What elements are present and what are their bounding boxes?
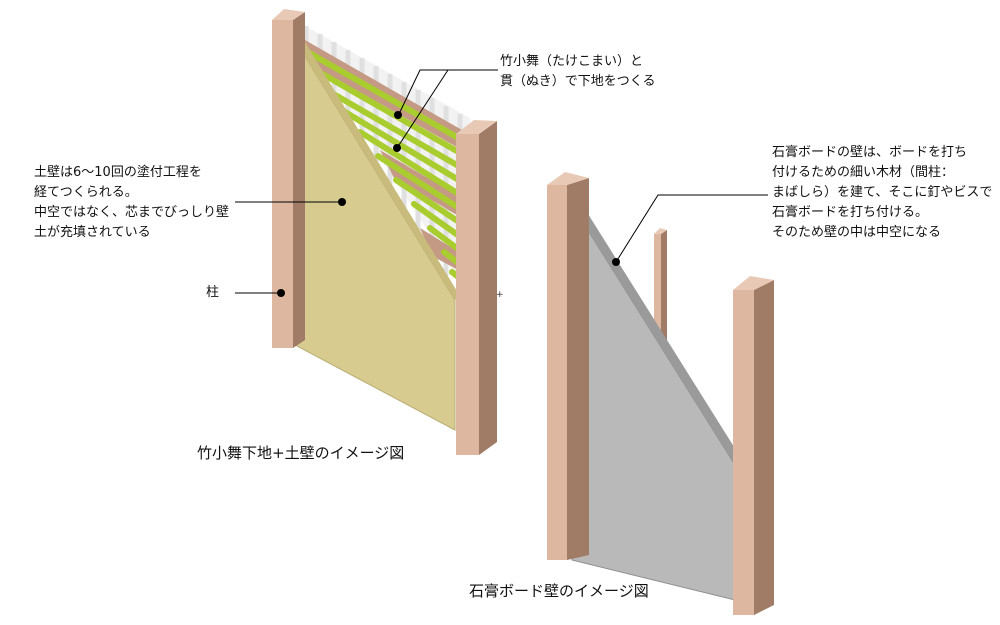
bamboo-rod [301, 47, 465, 143]
gypsum-wall-model [547, 172, 774, 615]
left-pillar-side [293, 12, 305, 348]
annotation-pillar-label: 柱 [206, 285, 220, 300]
caption-earth-wall: 竹小舞下地+土壁のイメージ図 [197, 444, 405, 462]
dot-gypsum [612, 258, 620, 266]
dot-earth-wall [338, 198, 346, 206]
annotation-earth-wall-line-4: 土が充填されている [34, 225, 151, 240]
small-plus-mark: + [496, 290, 504, 300]
annotation-gypsum-line-5: そのため壁の中は中空になる [772, 225, 942, 240]
gypsum-left-pillar-top [547, 172, 589, 185]
right-pillar-front [456, 134, 479, 455]
bamboo-rod [393, 177, 465, 227]
annotation-lattice-line-1: 竹小舞（たけこまい）と [500, 54, 644, 69]
bamboo-rods [301, 47, 465, 283]
gypsum-right-pillar-front [733, 290, 754, 615]
annotation-gypsum-line-1: 石膏ボードの壁は、ボードを打ち [772, 145, 968, 160]
leader-lattice-1 [398, 69, 498, 115]
bamboo-rod [309, 65, 465, 157]
gypsum-right-pillar-side [754, 280, 774, 615]
annotation-gypsum-line-4: 石膏ボードを打ち付ける。 [772, 205, 929, 220]
stud-side [661, 230, 667, 359]
leader-lattice-2 [396, 69, 449, 149]
gypsum-left-pillar-front [547, 185, 567, 560]
caption-gypsum-wall: 石膏ボード壁のイメージ図 [469, 582, 649, 600]
annotation-pillar: 柱 [206, 283, 219, 303]
mud-plaster-edge [295, 34, 460, 300]
dot-lattice-2 [393, 144, 401, 152]
leader-lines [235, 69, 768, 294]
bamboo-rod [411, 201, 465, 241]
leader-dots [277, 111, 620, 297]
leader-gypsum [615, 194, 768, 263]
annotation-earth-wall: 土壁は6～10回の塗付工程を 経てつくられる。 中空ではなく、芯までびっしり壁 … [34, 163, 229, 243]
bamboo-rod [327, 89, 465, 171]
annotation-gypsum-line-3: まばしら）を建て、そこに釘やビスで [772, 185, 993, 200]
dot-pillar [277, 289, 285, 297]
gypsum-board-surface [571, 203, 736, 601]
bamboo-rod [357, 129, 465, 199]
bamboo-rod [342, 109, 465, 185]
annotation-earth-wall-line-2: 経てつくられる。 [34, 185, 138, 200]
left-pillar-front [272, 20, 293, 348]
right-pillar-top [456, 120, 497, 134]
gypsum-left-pillar-side [567, 178, 589, 560]
annotation-earth-wall-line-1: 土壁は6～10回の塗付工程を [34, 165, 202, 180]
stud-top [654, 228, 667, 234]
bamboo-rod [375, 153, 465, 213]
annotation-earth-wall-line-3: 中空ではなく、芯までびっしり壁 [34, 205, 230, 220]
annotation-gypsum-line-2: 付けるための細い木材（間柱： [772, 165, 955, 180]
stud-front [654, 234, 661, 359]
earth-wall-model [272, 9, 497, 455]
left-pillar-top [272, 9, 305, 20]
gypsum-right-pillar-top [733, 276, 774, 290]
annotation-lattice-line-2: 貫（ぬき）で下地をつくる [500, 74, 656, 89]
right-pillar-side [479, 121, 497, 455]
annotation-lattice: 竹小舞（たけこまい）と 貫（ぬき）で下地をつくる [500, 52, 655, 92]
annotation-gypsum: 石膏ボードの壁は、ボードを打ち 付けるための細い木材（間柱： まばしら）を建て、… [772, 143, 992, 243]
dot-lattice-1 [394, 111, 402, 119]
